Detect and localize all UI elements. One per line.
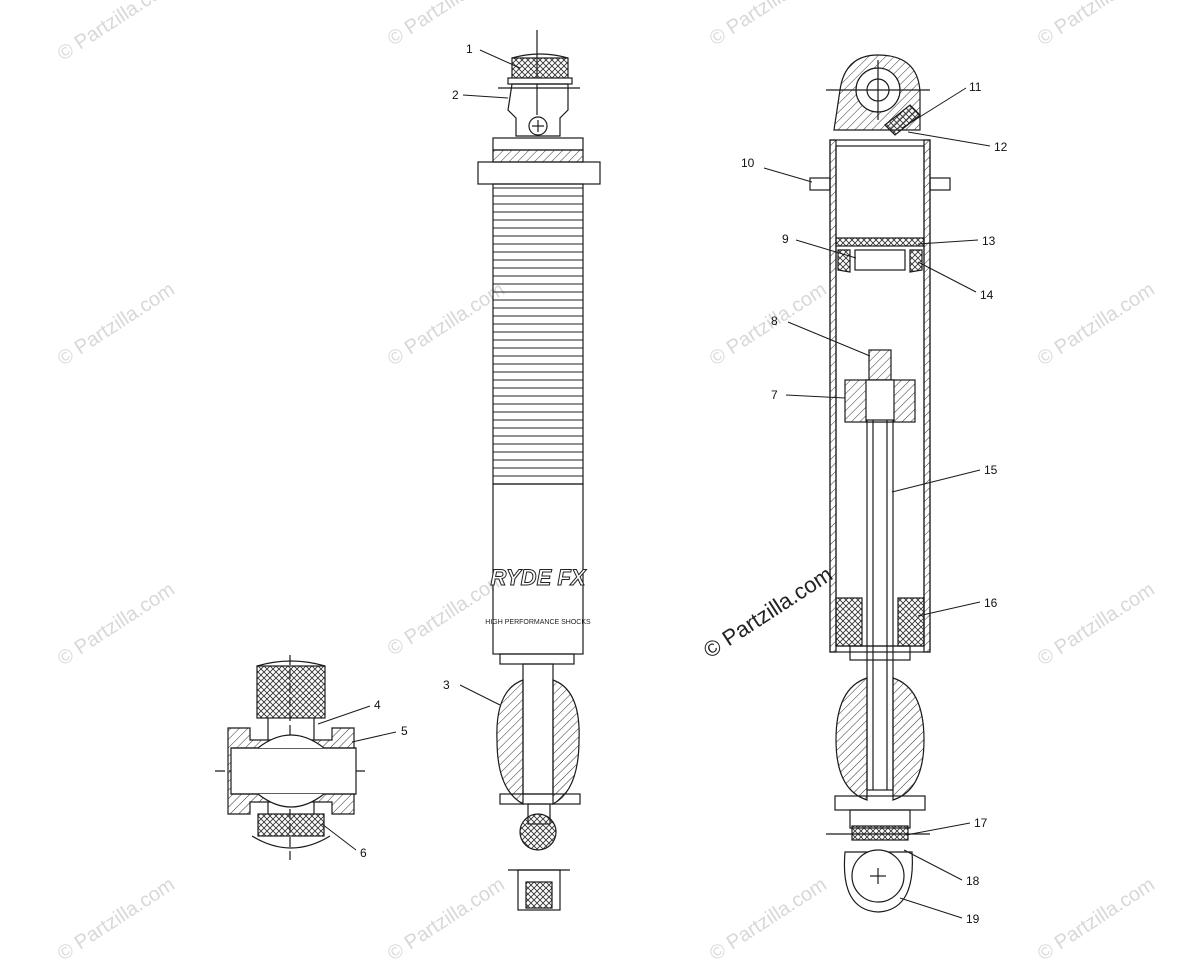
callout-3: 3 xyxy=(443,678,450,692)
callout-5: 5 xyxy=(401,724,408,738)
callout-9: 9 xyxy=(782,232,789,246)
callout-13: 13 xyxy=(982,234,996,248)
shock-logo: RYDE FX xyxy=(491,565,587,590)
shock-external-view xyxy=(477,30,601,911)
shock-cutaway-view xyxy=(809,54,951,913)
callout-1: 1 xyxy=(466,42,473,56)
callout-16: 16 xyxy=(984,596,998,610)
callout-18: 18 xyxy=(966,874,980,888)
callout-6: 6 xyxy=(360,846,367,860)
callout-14: 14 xyxy=(980,288,994,302)
shock-tagline: HIGH PERFORMANCE SHOCKS xyxy=(485,619,591,626)
callout-17: 17 xyxy=(974,816,988,830)
callout-19: 19 xyxy=(966,912,980,926)
leader-lines xyxy=(317,49,991,919)
callout-10: 10 xyxy=(741,156,755,170)
callout-15: 15 xyxy=(984,463,998,477)
bushing-detail xyxy=(215,655,368,860)
callout-12: 12 xyxy=(994,140,1008,154)
callout-4: 4 xyxy=(374,698,381,712)
callout-2: 2 xyxy=(452,88,459,102)
callout-11: 11 xyxy=(969,80,982,94)
callout-7: 7 xyxy=(771,388,778,402)
callout-8: 8 xyxy=(771,314,778,328)
